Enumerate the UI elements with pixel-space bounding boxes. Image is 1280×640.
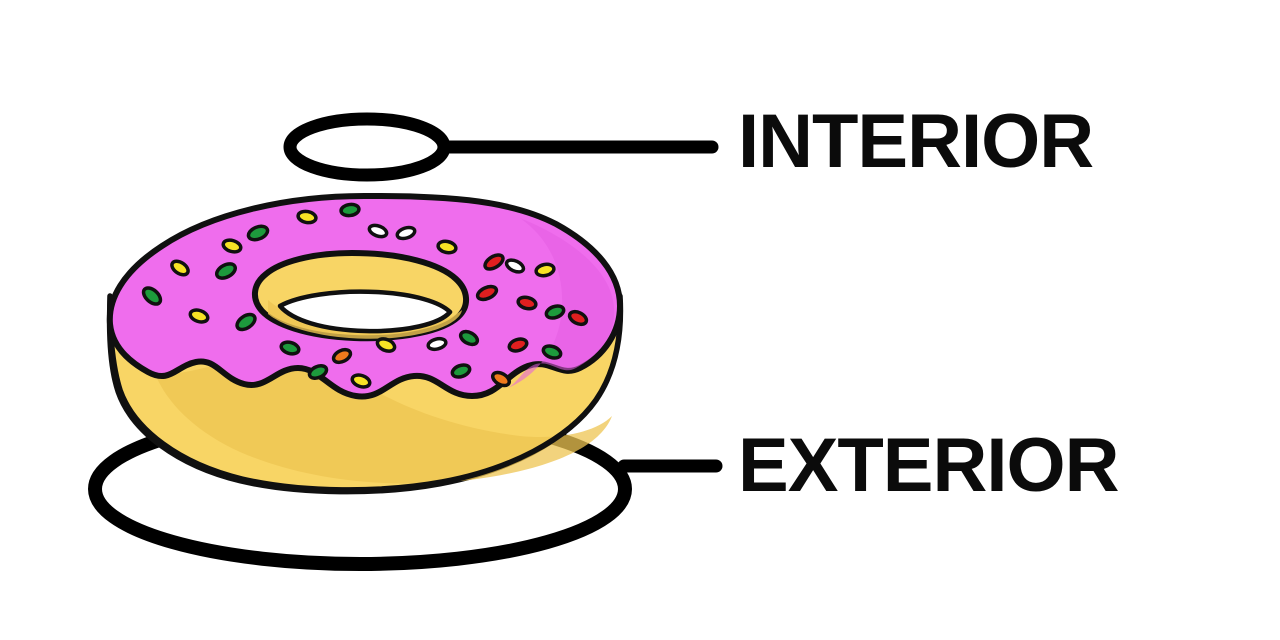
sprinkle [235,312,257,332]
sprinkle [331,347,353,365]
sprinkle [246,224,270,242]
sprinkle [426,336,448,352]
sprinkle [367,223,389,239]
sprinkle [516,295,538,311]
sprinkle [475,284,499,302]
sprinkle [450,363,472,379]
donut-illustration [106,193,624,495]
sprinkle [279,340,301,356]
sprinkle-group [141,202,589,389]
exterior-label: EXTERIOR [738,423,1119,508]
sprinkle [490,370,512,388]
sprinkle [534,262,556,278]
donut-dough-outline [107,293,624,493]
interior-label: INTERIOR [738,99,1094,184]
sprinkle [296,209,318,225]
sprinkle [350,373,372,389]
sprinkle [483,253,505,271]
sprinkle [188,308,210,324]
sprinkle [307,364,329,380]
sprinkle [541,344,563,360]
sprinkle [507,337,529,353]
sprinkle [458,329,480,347]
sprinkle [375,337,397,353]
sprinkle [395,225,417,241]
sprinkle [504,258,526,274]
interior-callout-ellipse[interactable] [283,112,451,182]
sprinkle [436,239,458,255]
sprinkle [170,259,190,277]
sprinkle [567,309,589,327]
sprinkle [544,304,566,320]
sprinkle [221,238,243,254]
sprinkle [339,202,361,218]
frosting-shadow [508,218,615,388]
donut-hole-opening [277,289,453,334]
sprinkle [141,286,163,306]
sprinkle [214,262,238,280]
